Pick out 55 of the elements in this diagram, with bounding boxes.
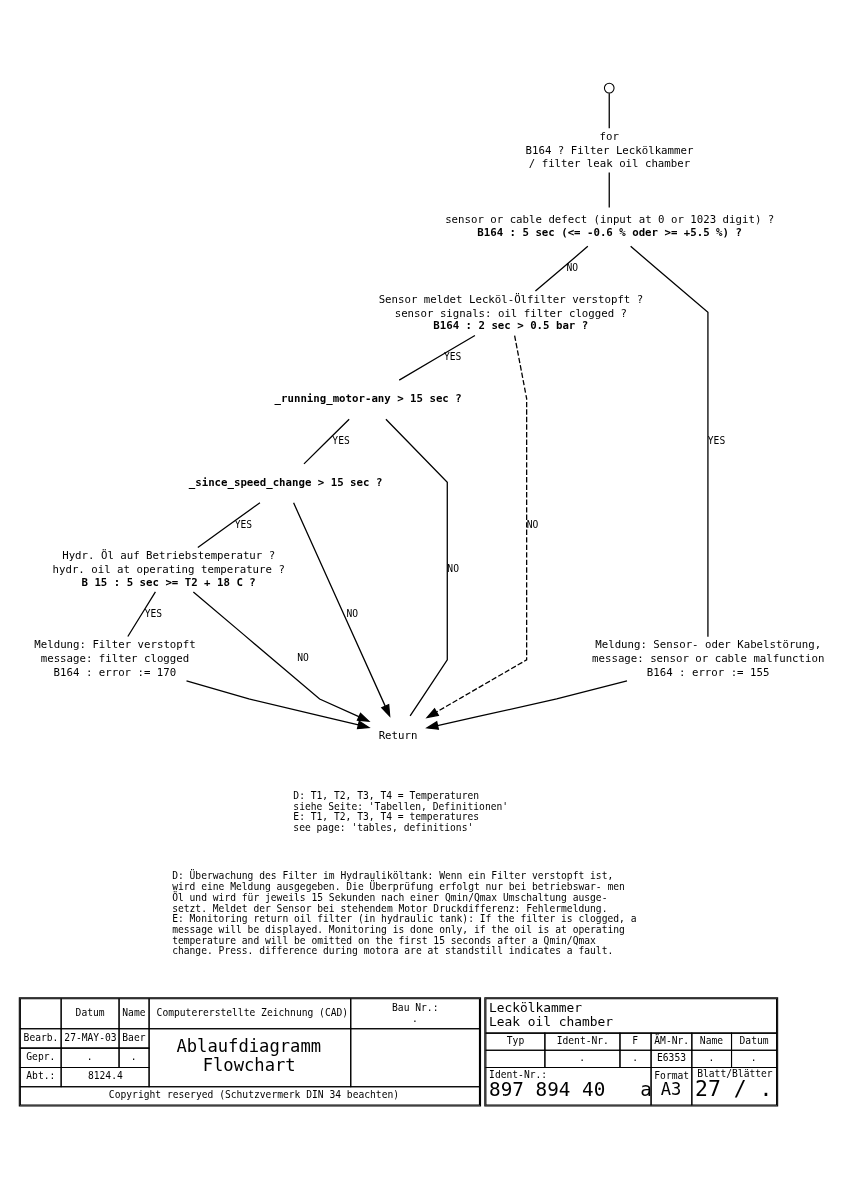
label: Abt.:: [26, 1069, 56, 1081]
label: E: Monitoring return oil filter (in hydraulic tank): If the filter is clogged, a message will be displayed. Monitoring is done only, if the oil is at operating temperature and will be omitted on the first 15 seconds after a Qmin/Qmax change. Press. difference during motora are at standstill indicates a fault.: [172, 912, 637, 956]
label: .: [750, 1051, 757, 1063]
label: see page: 'tables, definitions': [293, 821, 474, 833]
label: ÄM-Nr.: [654, 1034, 690, 1046]
label: siehe Seite: 'Tabellen, Definitionen': [293, 800, 509, 812]
label: E: T1, T2, T3, T4 = temperatures: [293, 810, 480, 822]
label: D: Überwachung des Filter im Hydrauliköltank: Wenn ein Filter verstopft ist, wird eine Meldung ausgegeben. Die Überprüfung erfolgt nur bei betriebswar- men Öl und wird für jeweils 15 Sekunden nach einer Qmin/Qmax Umschaltung ausge- setzt. Meldet der Sensor bei stehendem Motor Druckdifferenz: Fehlermeldung.: [172, 869, 625, 914]
label: Gepr.: [26, 1050, 56, 1062]
label: .: [708, 1051, 715, 1063]
edge-label: NO: [447, 562, 459, 574]
label: Name: [699, 1034, 724, 1046]
label: 27-MAY-03: [64, 1031, 117, 1043]
node-text: sensor or cable defect (input at 0 or 1023 digit) ? B164 : 5 sec (<= -0.6 % oder >= +5.5 %) ?: [445, 212, 775, 239]
label: Datum: [739, 1034, 769, 1046]
label: Computererstellte Zeichnung (CAD): [156, 1006, 349, 1018]
label: Datum: [75, 1006, 105, 1018]
node-text: for B164 ? Filter Leckölkammer / filter leak oil chamber: [525, 129, 694, 170]
node-text: Meldung: Sensor- oder Kabelstörung, message: sensor or cable malfunction B164 : error := 155: [592, 637, 825, 679]
label: E6353: [656, 1051, 687, 1063]
label: .: [579, 1051, 586, 1063]
edge-label: NO: [566, 261, 579, 273]
label: Ablaufdiagramm: [176, 1035, 322, 1056]
label: Leckölkammer: [489, 999, 583, 1015]
label: Ident-Nr.:: [489, 1068, 548, 1080]
edge-label: NO: [346, 607, 359, 619]
label: D: T1, T2, T3, T4 = Temperaturen: [293, 789, 480, 801]
edge-label: NO: [297, 651, 309, 663]
label: .: [130, 1050, 137, 1062]
label: Leak oil chamber: [489, 1013, 613, 1029]
label: Baer: [122, 1031, 146, 1043]
node-text: _since_speed_change > 15 sec ?: [188, 475, 383, 489]
label: .: [411, 1012, 418, 1024]
node-text: Sensor meldet Lecköl-Ölfilter verstopft ? sensor signals: oil filter clogged ? B164 : 2 sec > 0.5 bar ?: [378, 292, 644, 332]
node-text: Hydr. Öl auf Betriebstemperatur ? hydr. oil at operating temperature ? B 15 : 5 sec >= T2 + 18 C ?: [52, 548, 285, 589]
node-text: Meldung: Filter verstopft message: filter clogged B164 : error := 170: [34, 637, 196, 679]
label: .: [632, 1051, 639, 1063]
node-text: _running_motor-any > 15 sec ?: [274, 391, 462, 405]
node-text: Return: [378, 728, 418, 742]
edge-label: YES: [144, 607, 163, 619]
label: Ident-Nr.: [556, 1034, 609, 1046]
edge-label: NO: [526, 518, 539, 530]
label: Bearb.: [23, 1031, 59, 1043]
label: 8124.4: [87, 1069, 123, 1081]
label: .: [86, 1050, 93, 1062]
label: A3: [660, 1078, 682, 1099]
label: Format: [654, 1069, 690, 1081]
label: Copyright reseryed (Schutzvermerk DIN 34 beachten): [108, 1088, 400, 1100]
edge-label: YES: [234, 518, 253, 530]
edge-label: YES: [443, 350, 462, 362]
edge-label: YES: [332, 434, 350, 446]
label: Name: [122, 1006, 146, 1018]
label: Bau Nr.:: [392, 1001, 439, 1013]
label: F: [632, 1034, 639, 1046]
label: Typ: [506, 1034, 525, 1046]
